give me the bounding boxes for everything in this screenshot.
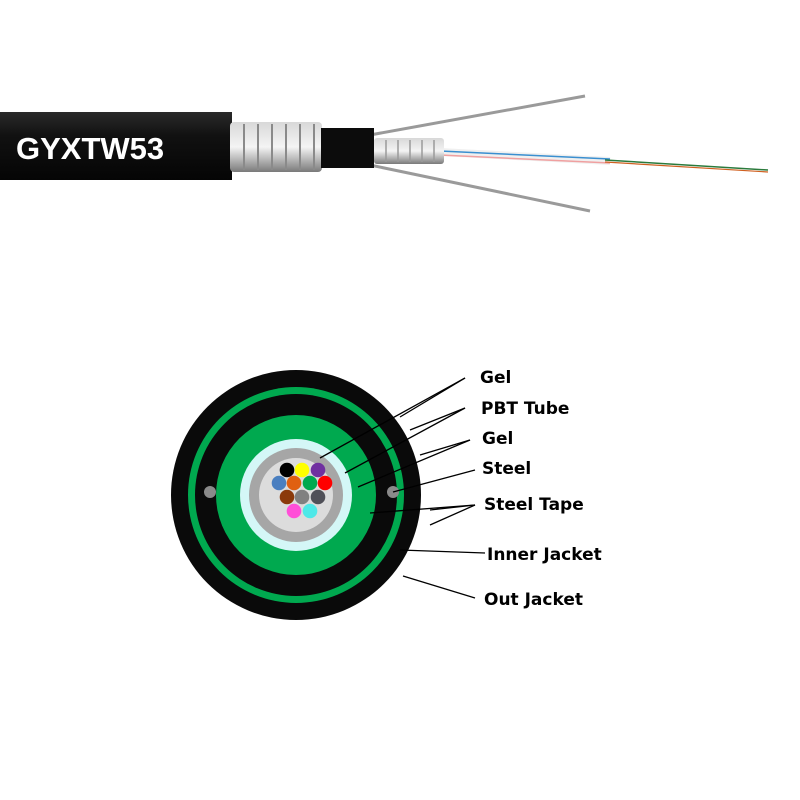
optical-fibers (604, 159, 769, 171)
label-inner-jacket: Inner Jacket (487, 545, 602, 565)
fiber (294, 489, 310, 505)
cable-illustration: GYXTW53 (0, 94, 769, 213)
fiber (317, 475, 333, 491)
fiber (302, 503, 318, 519)
fiber (294, 462, 310, 478)
fiber (279, 462, 295, 478)
cable-cross-section (171, 370, 421, 620)
fiber (279, 489, 295, 505)
fiber-bundle (271, 462, 333, 519)
model-label: GYXTW53 (16, 131, 164, 166)
label-pbt-tube: PBT Tube (481, 399, 569, 419)
leader-lines (319, 377, 486, 599)
inner-jacket (321, 128, 374, 168)
fiber (271, 475, 287, 491)
fiber (310, 489, 326, 505)
fiber (286, 503, 302, 519)
steel-wire-lower (369, 163, 591, 213)
label-steel-tape: Steel Tape (484, 495, 584, 515)
layer-labels: Gel PBT Tube Gel Steel Steel Tape Inner … (480, 368, 602, 610)
label-out-jacket: Out Jacket (484, 590, 583, 610)
fiber (302, 475, 318, 491)
outer-jacket (0, 112, 232, 180)
steel-wire-left (204, 486, 216, 498)
loose-tube (439, 148, 611, 165)
fiber (286, 475, 302, 491)
label-gel-inner: Gel (482, 429, 513, 449)
steel-tube (374, 138, 444, 164)
fiber (310, 462, 326, 478)
label-gel-outer: Gel (480, 368, 511, 388)
label-steel: Steel (482, 459, 531, 479)
steel-wire-upper (369, 94, 586, 137)
